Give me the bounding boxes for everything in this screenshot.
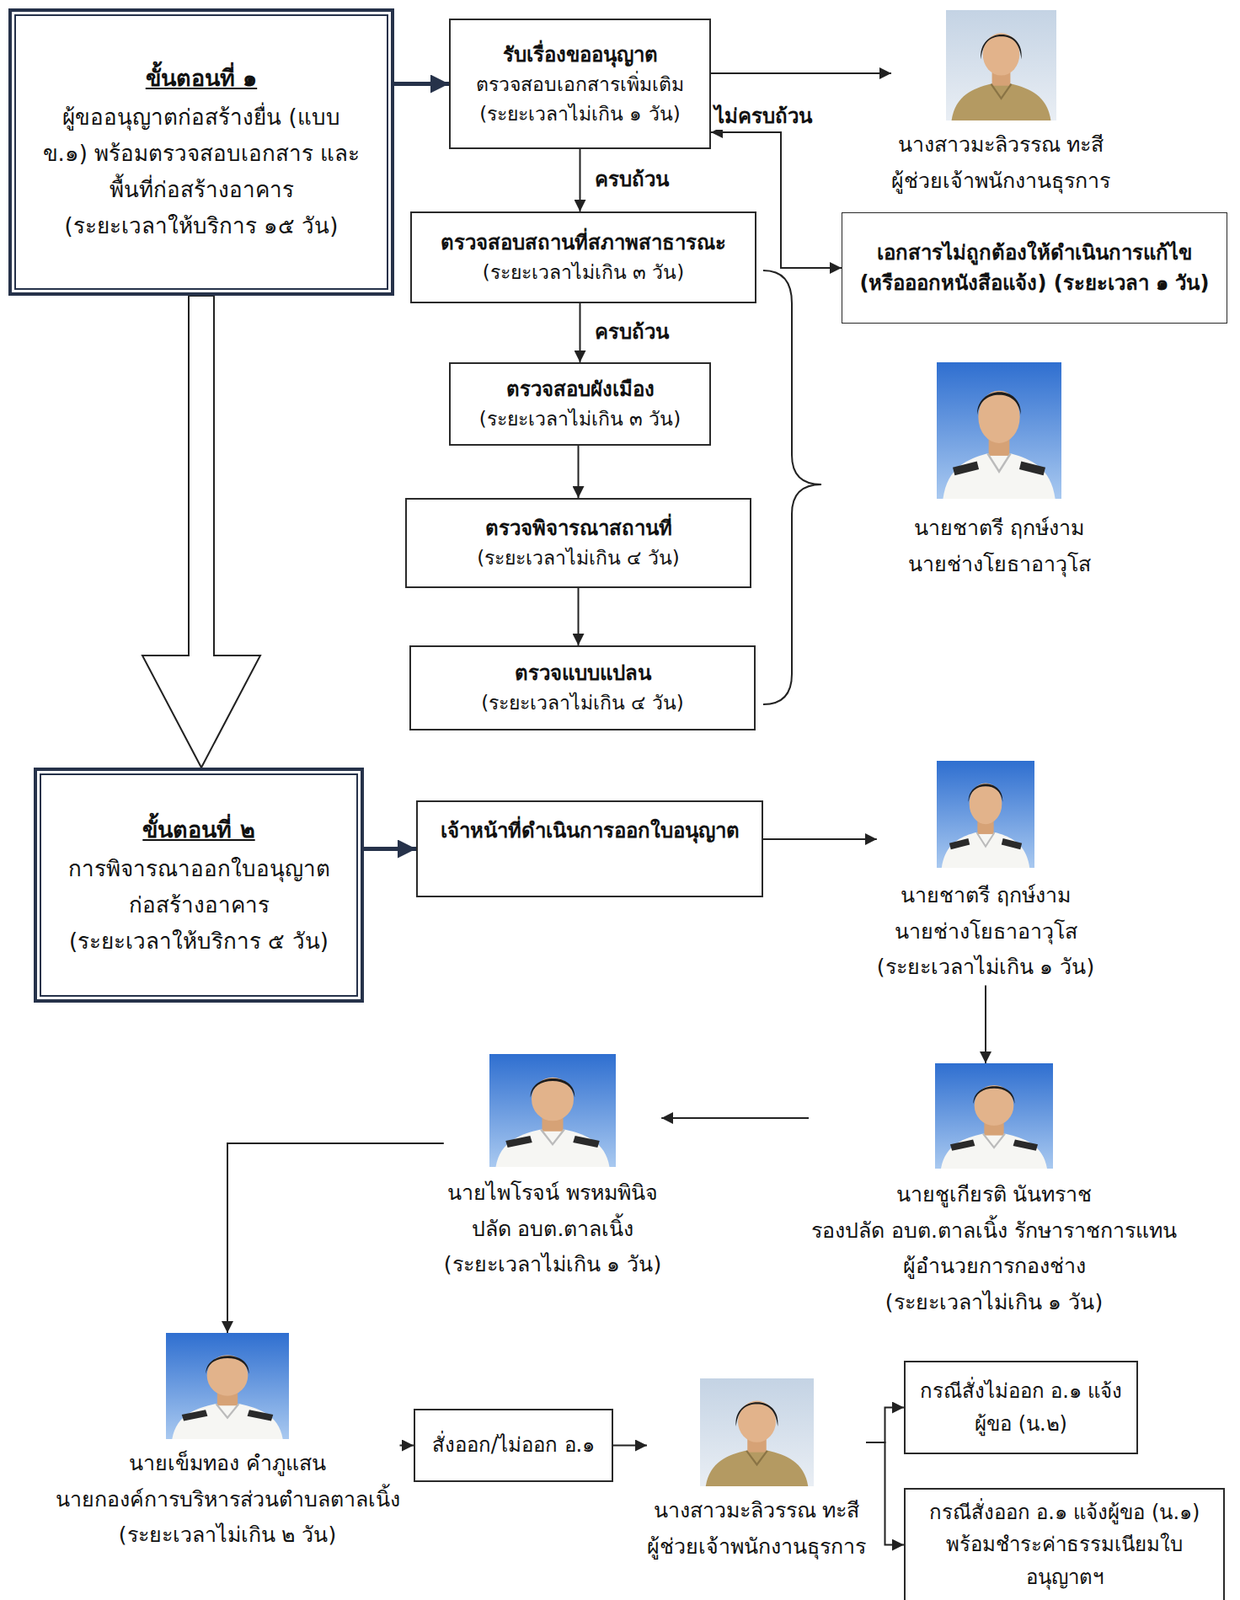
caption-text: (ระยะเวลาไม่เกิน ๑ วัน) — [876, 949, 1095, 986]
step-box: ขั้นตอนที่ ๒การพิจารณาออกใบอนุญาต ก่อสร้… — [33, 767, 364, 1003]
officer-card: นายชูเกียรติ นันทราชรองปลัด อบต.ตาลเนิ้ง… — [808, 1063, 1180, 1321]
portrait-photo — [946, 10, 1057, 121]
flow-arrow — [763, 838, 877, 840]
caption-text: นายชาตรี ฤกษ์งาม — [876, 877, 1095, 914]
flow-arrow — [579, 303, 582, 363]
flow-arrow — [363, 846, 417, 851]
flow-arrow — [579, 149, 582, 212]
process-box: ตรวจพิจารณาสถานที่(ระยะเวลาไม่เกิน ๔ วัน… — [405, 497, 752, 588]
officer-card: นายไพโรจน์ พรหมพินิจปลัด อบต.ตาลเนิ้ง(ระ… — [443, 1053, 662, 1283]
caption-text: นายไพโรจน์ พรหมพินิจ — [443, 1175, 662, 1212]
caption-text: ผู้ช่วยเจ้าพนักงานธุรการ — [891, 163, 1111, 200]
process-box: ตรวจแบบแปลน(ระยะเวลาไม่เกิน ๔ วัน) — [409, 645, 756, 731]
outcome-box: กรณีสั่งออก อ.๑ แจ้งผู้ขอ (น.๑) พร้อมชำร… — [903, 1487, 1225, 1600]
flow-arrow — [613, 1444, 647, 1447]
process-box: เจ้าหน้าที่ดำเนินการออกใบอนุญาต — [416, 800, 764, 898]
block-arrow — [142, 295, 261, 768]
flow-arrow — [661, 1117, 809, 1119]
flow-arrow — [400, 1444, 415, 1447]
process-box: ตรวจสอบผังเมือง(ระยะเวลาไม่เกิน ๓ วัน) — [448, 362, 711, 446]
flow-arrow — [710, 72, 892, 75]
caption-text: (ระยะเวลาไม่เกิน ๒ วัน) — [55, 1517, 401, 1554]
flow-arrow — [577, 445, 580, 498]
box-text: ตรวจสอบผังเมือง — [506, 374, 655, 405]
portrait-photo — [165, 1332, 289, 1439]
box-text: (ระยะเวลาไม่เกิน ๔ วัน) — [476, 543, 680, 573]
box-text: ตรวจพิจารณาสถานที่ — [485, 513, 673, 544]
officer-card: นายชาตรี ฤกษ์งามนายช่างโยธาอาวุโส(ระยะเว… — [876, 760, 1095, 986]
caption-text: นายเข็มทอง คำภูแสน — [55, 1445, 401, 1482]
portrait-photo — [489, 1053, 616, 1167]
officer-card: นายชาตรี ฤกษ์งามนายช่างโยธาอาวุโส — [908, 362, 1091, 583]
caption-text: (ระยะเวลาไม่เกิน ๑ วัน) — [808, 1284, 1180, 1321]
box-text: (ระยะเวลาไม่เกิน ๔ วัน) — [481, 688, 685, 718]
edge-label: ไม่ครบถ้วน — [711, 103, 815, 130]
box-text: (ระยะเวลาไม่เกิน ๑ วัน) — [479, 99, 681, 129]
portrait-photo — [700, 1378, 814, 1486]
box-text: ผู้ขออนุญาตก่อสร้างยื่น (แบบ ข.๑) พร้อมต… — [37, 99, 366, 209]
officer-card: นางสาวมะลิวรรณ ทะสีผู้ช่วยเจ้าพนักงานธุร… — [646, 1378, 866, 1565]
edge-label: ครบถ้วน — [592, 319, 672, 346]
caption-text: นายช่างโยธาอาวุโส — [908, 546, 1091, 583]
box-text: การพิจารณาออกใบอนุญาต ก่อสร้างอาคาร — [62, 850, 336, 924]
outcome-box: กรณีสั่งไม่ออก อ.๑ แจ้งผู้ขอ (น.๒) — [903, 1360, 1139, 1454]
box-text: (ระยะเวลาให้บริการ ๕ วัน) — [69, 923, 329, 960]
box-text: ตรวจสอบเอกสารเพิ่มเติม — [475, 69, 685, 100]
box-text: กรณีสั่งออก อ.๑ แจ้งผู้ขอ (น.๑) พร้อมชำร… — [915, 1496, 1214, 1593]
note-box: เอกสารไม่ถูกต้องให้ดำเนินการแก้ไข (หรืออ… — [841, 212, 1228, 324]
caption-text: นายชาตรี ฤกษ์งาม — [908, 510, 1091, 547]
officer-card: นายเข็มทอง คำภูแสนนายกองค์การบริหารส่วนต… — [55, 1332, 401, 1554]
portrait-photo — [936, 362, 1062, 499]
flow-arrow — [984, 985, 987, 1064]
caption-text: ปลัด อบต.ตาลเนิ้ง — [443, 1211, 662, 1248]
box-text: สั่งออก/ไม่ออก อ.๑ — [432, 1428, 595, 1461]
box-text: (ระยะเวลาไม่เกิน ๓ วัน) — [482, 257, 685, 288]
flow-arrow — [394, 81, 449, 86]
edge-label: ครบถ้วน — [592, 166, 672, 193]
portrait-photo — [936, 760, 1035, 868]
box-text: ขั้นตอนที่ ๑ — [145, 59, 257, 97]
box-text: (ระยะเวลาไม่เกิน ๓ วัน) — [479, 404, 682, 434]
box-text: รับเรื่องขออนุญาต — [502, 39, 658, 70]
flow-arrow — [865, 1407, 904, 1444]
box-text: เจ้าหน้าที่ดำเนินการออกใบอนุญาต — [440, 815, 740, 846]
box-text: ขั้นตอนที่ ๒ — [142, 811, 255, 848]
flow-arrow — [865, 1442, 904, 1545]
caption-text: นางสาวมะลิวรรณ ทะสี — [891, 127, 1111, 164]
box-text: (ระยะเวลาให้บริการ ๑๕ วัน) — [64, 208, 339, 245]
caption-text: นายกองค์การบริหารส่วนตำบลตาลเนิ้ง — [55, 1481, 401, 1518]
caption-text: รองปลัด อบต.ตาลเนิ้ง รักษาราชการแทน ผู้อ… — [808, 1213, 1180, 1285]
process-box: รับเรื่องขออนุญาตตรวจสอบเอกสารเพิ่มเติม(… — [448, 18, 711, 150]
box-text: ตรวจแบบแปลน — [514, 657, 652, 689]
box-text: ตรวจสอบสถานที่สภาพสาธารณะ — [440, 227, 727, 258]
portrait-photo — [935, 1063, 1053, 1169]
caption-text: นางสาวมะลิวรรณ ทะสี — [646, 1492, 866, 1529]
step-box: ขั้นตอนที่ ๑ผู้ขออนุญาตก่อสร้างยื่น (แบบ… — [8, 8, 395, 296]
flow-arrow — [577, 587, 580, 646]
caption-text: นายช่างโยธาอาวุโส — [876, 913, 1095, 951]
caption-text: ผู้ช่วยเจ้าพนักงานธุรการ — [646, 1528, 866, 1566]
brace — [763, 270, 822, 705]
process-box: ตรวจสอบสถานที่สภาพสาธารณะ(ระยะเวลาไม่เกิ… — [410, 211, 757, 304]
box-text: เอกสารไม่ถูกต้องให้ดำเนินการแก้ไข (หรืออ… — [852, 237, 1217, 299]
decision-box: สั่งออก/ไม่ออก อ.๑ — [413, 1408, 614, 1482]
flow-arrow — [227, 1143, 444, 1333]
officer-card: นางสาวมะลิวรรณ ทะสีผู้ช่วยเจ้าพนักงานธุร… — [891, 10, 1111, 199]
caption-text: นายชูเกียรติ นันทราช — [808, 1176, 1180, 1214]
caption-text: (ระยะเวลาไม่เกิน ๑ วัน) — [443, 1246, 662, 1283]
box-text: กรณีสั่งไม่ออก อ.๑ แจ้งผู้ขอ (น.๒) — [915, 1374, 1127, 1440]
